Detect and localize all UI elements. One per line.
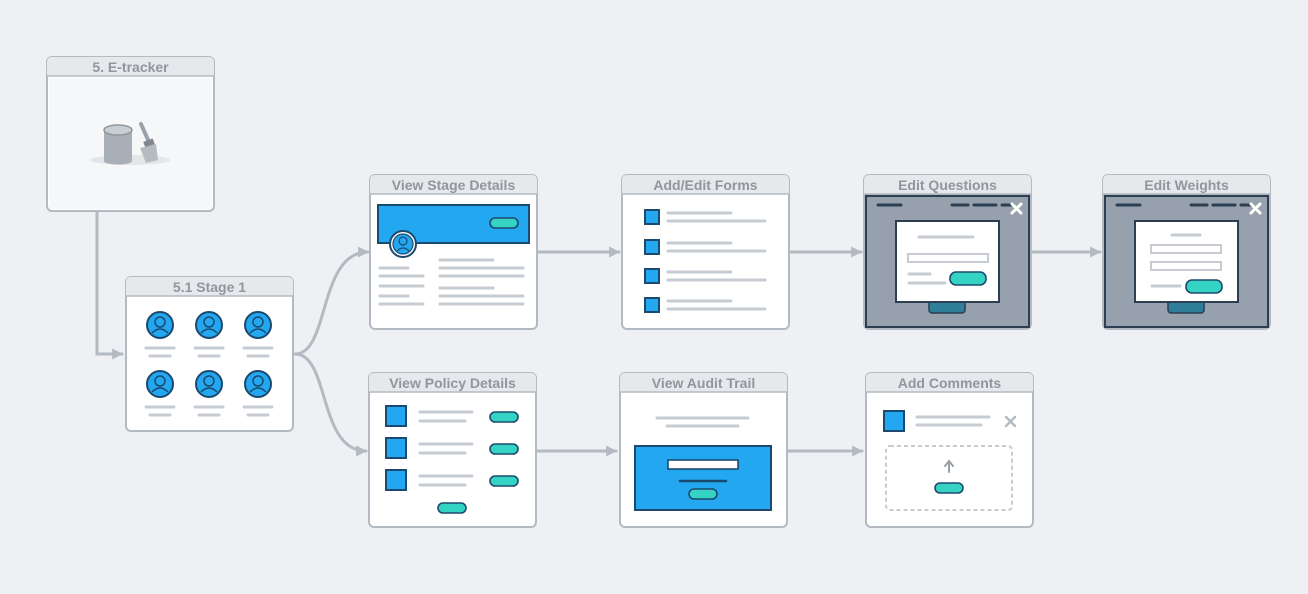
node-add-comments[interactable]: Add Comments [865, 372, 1034, 528]
user-avatar-icon [146, 370, 174, 398]
upload-arrow-icon [944, 459, 954, 473]
etracker-title: 5. E-tracker [92, 59, 169, 75]
node-edit-questions[interactable]: Edit Questions [863, 174, 1032, 330]
user-avatar-icon [244, 311, 272, 339]
add-edit-forms-title: Add/Edit Forms [653, 177, 757, 193]
audit-content [634, 416, 772, 511]
connector-etracker-to-stage1 [95, 210, 124, 360]
node-add-edit-forms[interactable]: Add/Edit Forms [621, 174, 790, 330]
connector-stage1-to-stage-details [293, 246, 370, 356]
stage1-title: 5.1 Stage 1 [173, 279, 246, 295]
policy-list [385, 405, 519, 514]
edit-weights-title: Edit Weights [1144, 177, 1229, 193]
node-stage1[interactable]: 5.1 Stage 1 [125, 276, 294, 432]
user-avatar-icon [146, 311, 174, 339]
forms-list [644, 209, 767, 313]
user-avatar-icon [389, 230, 417, 258]
connector-stage1-to-policy-details [293, 352, 368, 457]
node-edit-weights[interactable]: Edit Weights [1102, 174, 1271, 330]
node-etracker[interactable]: 5. E-tracker [46, 56, 215, 212]
node-stage-details[interactable]: View Stage Details [369, 174, 538, 330]
close-icon [1004, 415, 1017, 428]
connectors [95, 210, 1102, 457]
comments-content [883, 410, 1017, 511]
user-avatar-icon [195, 311, 223, 339]
close-icon [1010, 202, 1023, 215]
add-comments-title: Add Comments [898, 375, 1002, 391]
user-avatar-icon [244, 370, 272, 398]
user-avatar-icon [195, 370, 223, 398]
policy-details-title: View Policy Details [389, 375, 516, 391]
stage-details-button [489, 217, 519, 229]
stage-details-title: View Stage Details [392, 177, 516, 193]
audit-trail-title: View Audit Trail [652, 375, 755, 391]
close-icon [1249, 202, 1262, 215]
edit-questions-title: Edit Questions [898, 177, 997, 193]
paint-bucket-brush-icon [90, 122, 170, 165]
stage-details-lines [378, 258, 525, 306]
user-grid [144, 311, 274, 417]
node-audit-trail[interactable]: View Audit Trail [619, 372, 788, 528]
node-policy-details[interactable]: View Policy Details [368, 372, 537, 528]
